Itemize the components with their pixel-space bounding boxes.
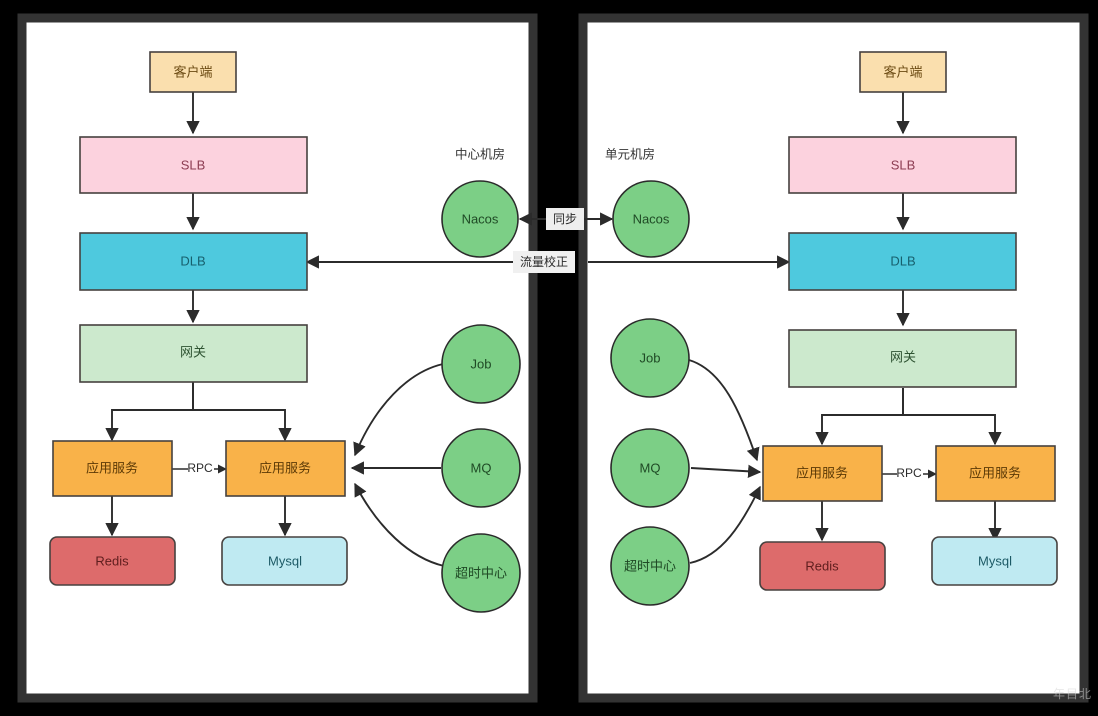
svg-text:SLB: SLB (181, 157, 206, 172)
svg-text:Job: Job (640, 350, 661, 365)
zone-label-center: 中心机房 (455, 146, 505, 161)
svg-text:网关: 网关 (180, 344, 206, 359)
svg-text:Job: Job (471, 356, 492, 371)
svg-text:应用服务: 应用服务 (86, 460, 138, 475)
svg-text:SLB: SLB (891, 157, 916, 172)
node-client-right[interactable]: 客户端 (859, 51, 947, 93)
svg-text:Nacos: Nacos (633, 211, 670, 226)
node-nacos-center[interactable]: Nacos (441, 180, 519, 258)
node-slb-right[interactable]: SLB (788, 136, 1017, 194)
svg-text:客户端: 客户端 (883, 64, 922, 79)
edge-job-to-app-right (688, 359, 760, 462)
svg-text:超时中心: 超时中心 (624, 558, 676, 573)
edge-gateway-to-app-right-2 (902, 388, 1002, 446)
rpc-label-right: RPC (896, 466, 922, 480)
sync-label: 同步 (553, 212, 577, 226)
node-mysql-right[interactable]: Mysql (931, 536, 1058, 586)
node-redis-right[interactable]: Redis (759, 541, 886, 591)
sync-label-bg (546, 208, 584, 230)
node-job-right[interactable]: Job (610, 318, 690, 398)
edge-gateway-to-app-left-2 (192, 382, 292, 442)
node-mq-right[interactable]: MQ (610, 428, 690, 508)
node-app-service-right-1[interactable]: 应用服务 (762, 445, 883, 502)
svg-text:Mysql: Mysql (978, 553, 1012, 568)
node-client-left[interactable]: 客户端 (149, 51, 237, 93)
node-redis-left[interactable]: Redis (49, 536, 176, 586)
node-nacos-unit[interactable]: Nacos (612, 180, 690, 258)
svg-text:应用服务: 应用服务 (796, 465, 848, 480)
node-job-left[interactable]: Job (441, 324, 521, 404)
svg-text:超时中心: 超时中心 (455, 565, 507, 580)
svg-text:客户端: 客户端 (173, 64, 212, 79)
svg-text:应用服务: 应用服务 (259, 460, 311, 475)
edge-mq-to-app-right (690, 464, 762, 478)
node-app-service-right-2[interactable]: 应用服务 (935, 445, 1056, 502)
svg-text:Redis: Redis (95, 553, 129, 568)
svg-text:应用服务: 应用服务 (969, 465, 1021, 480)
node-slb-left[interactable]: SLB (79, 136, 308, 194)
node-mq-left[interactable]: MQ (441, 428, 521, 508)
node-gateway-right[interactable]: 网关 (788, 329, 1017, 388)
node-timeout-center-left[interactable]: 超时中心 (441, 533, 521, 613)
svg-text:MQ: MQ (640, 460, 661, 475)
node-app-service-left-2[interactable]: 应用服务 (225, 440, 346, 497)
rpc-label-left: RPC (187, 461, 213, 475)
edge-timeout-to-app-right (689, 485, 761, 564)
traffic-label-bg (513, 251, 575, 273)
edge-job-to-app-left (353, 363, 444, 457)
edge-timeout-to-app-left (354, 482, 445, 567)
svg-text:Redis: Redis (805, 558, 839, 573)
node-dlb-left[interactable]: DLB (79, 232, 308, 291)
svg-text:Mysql: Mysql (268, 553, 302, 568)
svg-text:网关: 网关 (890, 349, 916, 364)
zone-label-unit: 单元机房 (605, 146, 655, 161)
node-gateway-left[interactable]: 网关 (79, 324, 308, 383)
svg-text:MQ: MQ (471, 460, 492, 475)
traffic-correction-label: 流量校正 (520, 254, 568, 269)
svg-text:DLB: DLB (180, 253, 205, 268)
svg-text:DLB: DLB (890, 253, 915, 268)
watermark: 年目北 (1052, 687, 1092, 701)
node-mysql-left[interactable]: Mysql (221, 536, 348, 586)
node-timeout-center-right[interactable]: 超时中心 (610, 526, 690, 606)
node-app-service-left-1[interactable]: 应用服务 (52, 440, 173, 497)
node-dlb-right[interactable]: DLB (788, 232, 1017, 291)
svg-text:Nacos: Nacos (462, 211, 499, 226)
